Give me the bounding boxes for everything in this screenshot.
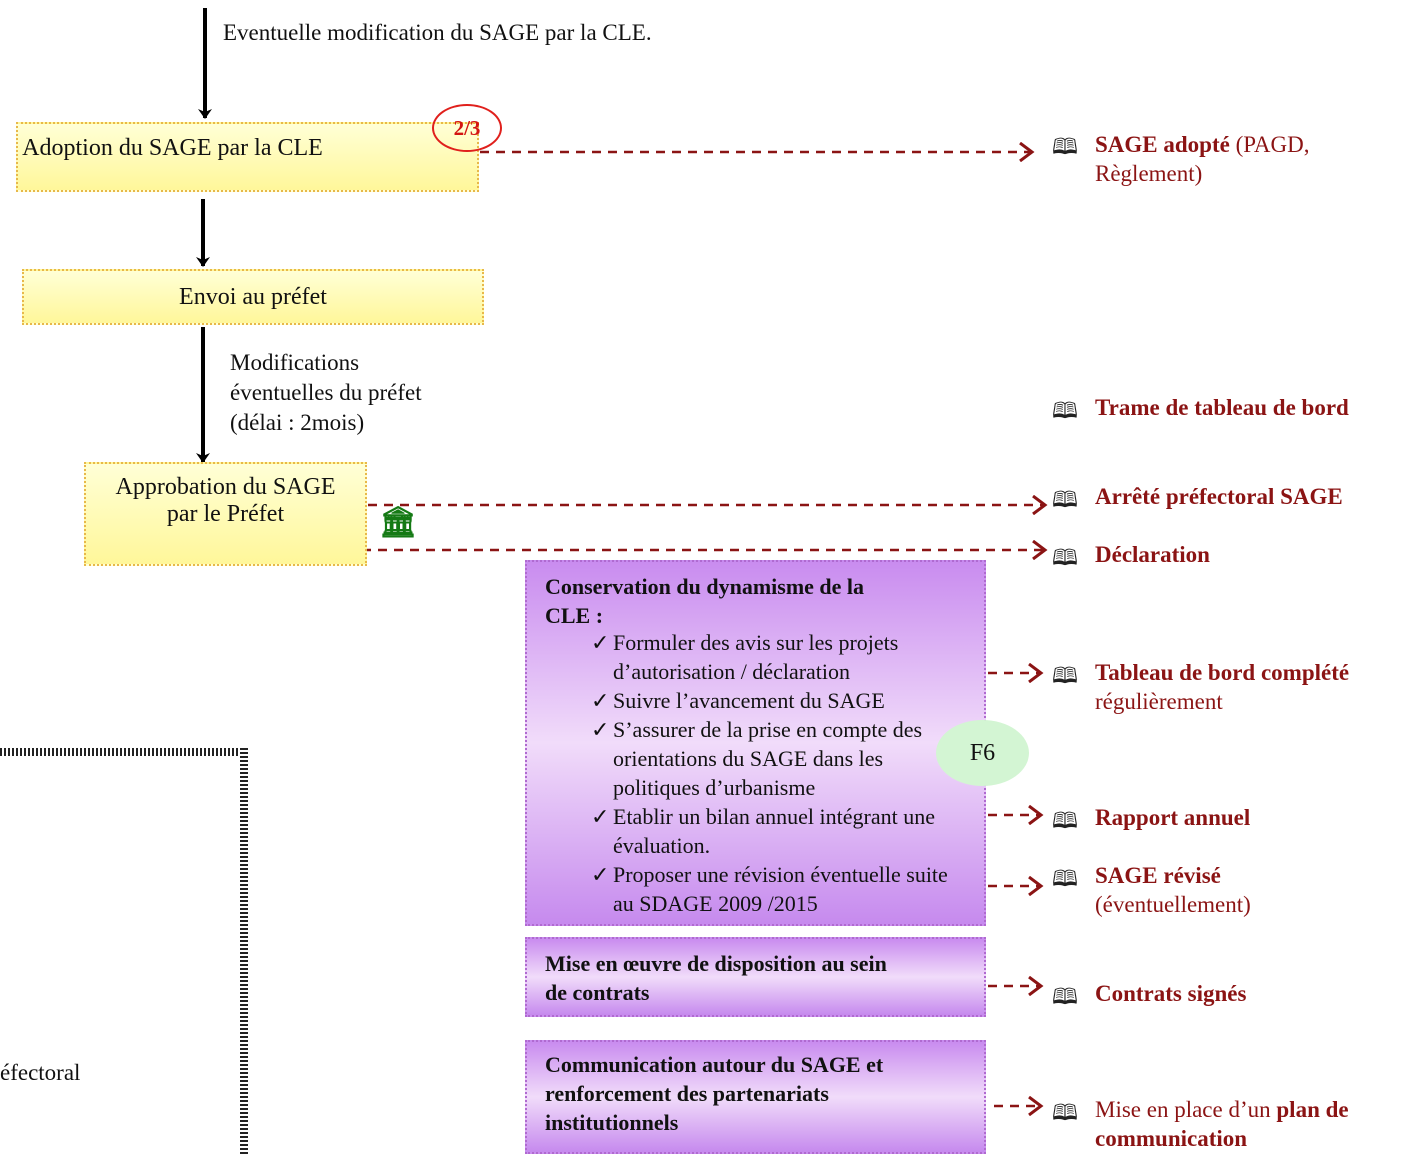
check-item-bilan: Etablir un bilan annuel intégrant une év… — [591, 802, 966, 860]
output-plan-line2: communication — [1095, 1126, 1248, 1151]
monument-icon: 🏛 — [379, 505, 418, 540]
action-conservation-title-line1: Conservation du dynamisme de la — [545, 574, 865, 599]
output-contrats-label: Contrats signés — [1095, 981, 1247, 1006]
check-item-avis: Formuler des avis sur les projets d’auto… — [591, 628, 966, 686]
output-sage-adopte-line2: Règlement) — [1095, 161, 1203, 186]
note-modifications-prefet: Modifications éventuelles du préfet (dél… — [230, 348, 490, 438]
book-icon: 🕮 — [1052, 664, 1078, 689]
output-declaration-label: Déclaration — [1095, 542, 1210, 567]
output-contrats: Contrats signés — [1095, 979, 1246, 1008]
output-plan-communication: Mise en place d’un plan de communication — [1095, 1095, 1395, 1153]
action-mise-line2: de contrats — [545, 980, 650, 1005]
note-modif-line1: Modifications — [230, 350, 360, 375]
step-envoi-label: Envoi au préfet — [179, 283, 327, 310]
cut-off-text: éfectoral — [0, 1060, 81, 1085]
output-plan-bold: plan de — [1276, 1097, 1349, 1122]
book-icon: 🕮 — [1052, 985, 1078, 1010]
step-adoption-label: Adoption du SAGE par la CLE — [22, 134, 323, 161]
book-icon: 🕮 — [1052, 399, 1078, 424]
action-mise-line1: Mise en œuvre de disposition au sein — [545, 951, 887, 976]
output-arrete: Arrêté préfectoral SAGE — [1095, 482, 1343, 511]
hatched-box-right-border — [240, 748, 248, 1154]
output-sage-revise-bold: SAGE révisé — [1095, 863, 1221, 888]
output-trame-label: Trame de tableau de bord — [1095, 395, 1349, 420]
action-comm-line3: institutionnels — [545, 1110, 679, 1135]
output-rapport: Rapport annuel — [1095, 803, 1250, 832]
output-sage-adopte-rest: (PAGD, — [1229, 132, 1310, 157]
step-envoi-box: Envoi au préfet — [22, 269, 484, 325]
note-modif-line3: (délai : 2mois) — [230, 410, 365, 435]
step-approbation-line2: par le Préfet — [166, 501, 285, 527]
book-icon: 🕮 — [1052, 135, 1078, 160]
action-conservation-box: Conservation du dynamisme de la CLE : Fo… — [525, 560, 986, 926]
check-item-urbanisme: S’assurer de la prise en compte des orie… — [591, 715, 966, 802]
note-modification-cle: Eventuelle modification du SAGE par la C… — [223, 20, 652, 45]
action-communication-box: Communication autour du SAGE et renforce… — [525, 1040, 986, 1154]
note-modif-line2: éventuelles du préfet — [230, 380, 422, 405]
output-sage-adopte: SAGE adopté (PAGD, Règlement) — [1095, 130, 1395, 188]
majority-badge: 2/3 — [432, 104, 502, 152]
action-mise-en-oeuvre-box: Mise en œuvre de disposition au sein de … — [525, 937, 986, 1017]
step-approbation-line1: Approbation du SAGE — [115, 474, 336, 500]
action-comm-line1: Communication autour du SAGE et — [545, 1052, 884, 1077]
book-icon: 🕮 — [1052, 488, 1078, 513]
action-conservation-title-line2: CLE : — [545, 603, 604, 628]
output-tableau-line2: régulièrement — [1095, 689, 1223, 714]
check-item-avancement: Suivre l’avancement du SAGE — [591, 686, 966, 715]
output-sage-adopte-bold: SAGE adopté — [1095, 132, 1230, 157]
f6-badge: F6 — [936, 720, 1029, 786]
output-rapport-label: Rapport annuel — [1095, 805, 1251, 830]
step-approbation-box: Approbation du SAGE par le Préfet — [84, 462, 367, 566]
book-icon: 🕮 — [1052, 1101, 1078, 1126]
action-conservation-checklist: Formuler des avis sur les projets d’auto… — [545, 628, 966, 918]
step-approbation-label: Approbation du SAGE par le Préfet — [116, 474, 336, 528]
check-item-revision: Proposer une révision éventuelle suite a… — [591, 860, 966, 918]
step-adoption-box: Adoption du SAGE par la CLE — [16, 122, 479, 192]
output-sage-revise-line2: (éventuellement) — [1095, 892, 1251, 917]
output-trame: Trame de tableau de bord — [1095, 393, 1349, 422]
output-plan-pre: Mise en place d’un — [1095, 1097, 1277, 1122]
book-icon: 🕮 — [1052, 546, 1078, 571]
output-arrete-label: Arrêté préfectoral SAGE — [1095, 484, 1343, 509]
book-icon: 🕮 — [1052, 867, 1078, 892]
action-comm-line2: renforcement des partenariats — [545, 1081, 829, 1106]
output-declaration: Déclaration — [1095, 540, 1210, 569]
output-tableau-bold: Tableau de bord complété — [1095, 660, 1350, 685]
output-tableau: Tableau de bord complété régulièrement — [1095, 658, 1395, 716]
hatched-box-top-border — [0, 748, 248, 756]
output-sage-revise: SAGE révisé (éventuellement) — [1095, 861, 1395, 919]
book-icon: 🕮 — [1052, 809, 1078, 834]
